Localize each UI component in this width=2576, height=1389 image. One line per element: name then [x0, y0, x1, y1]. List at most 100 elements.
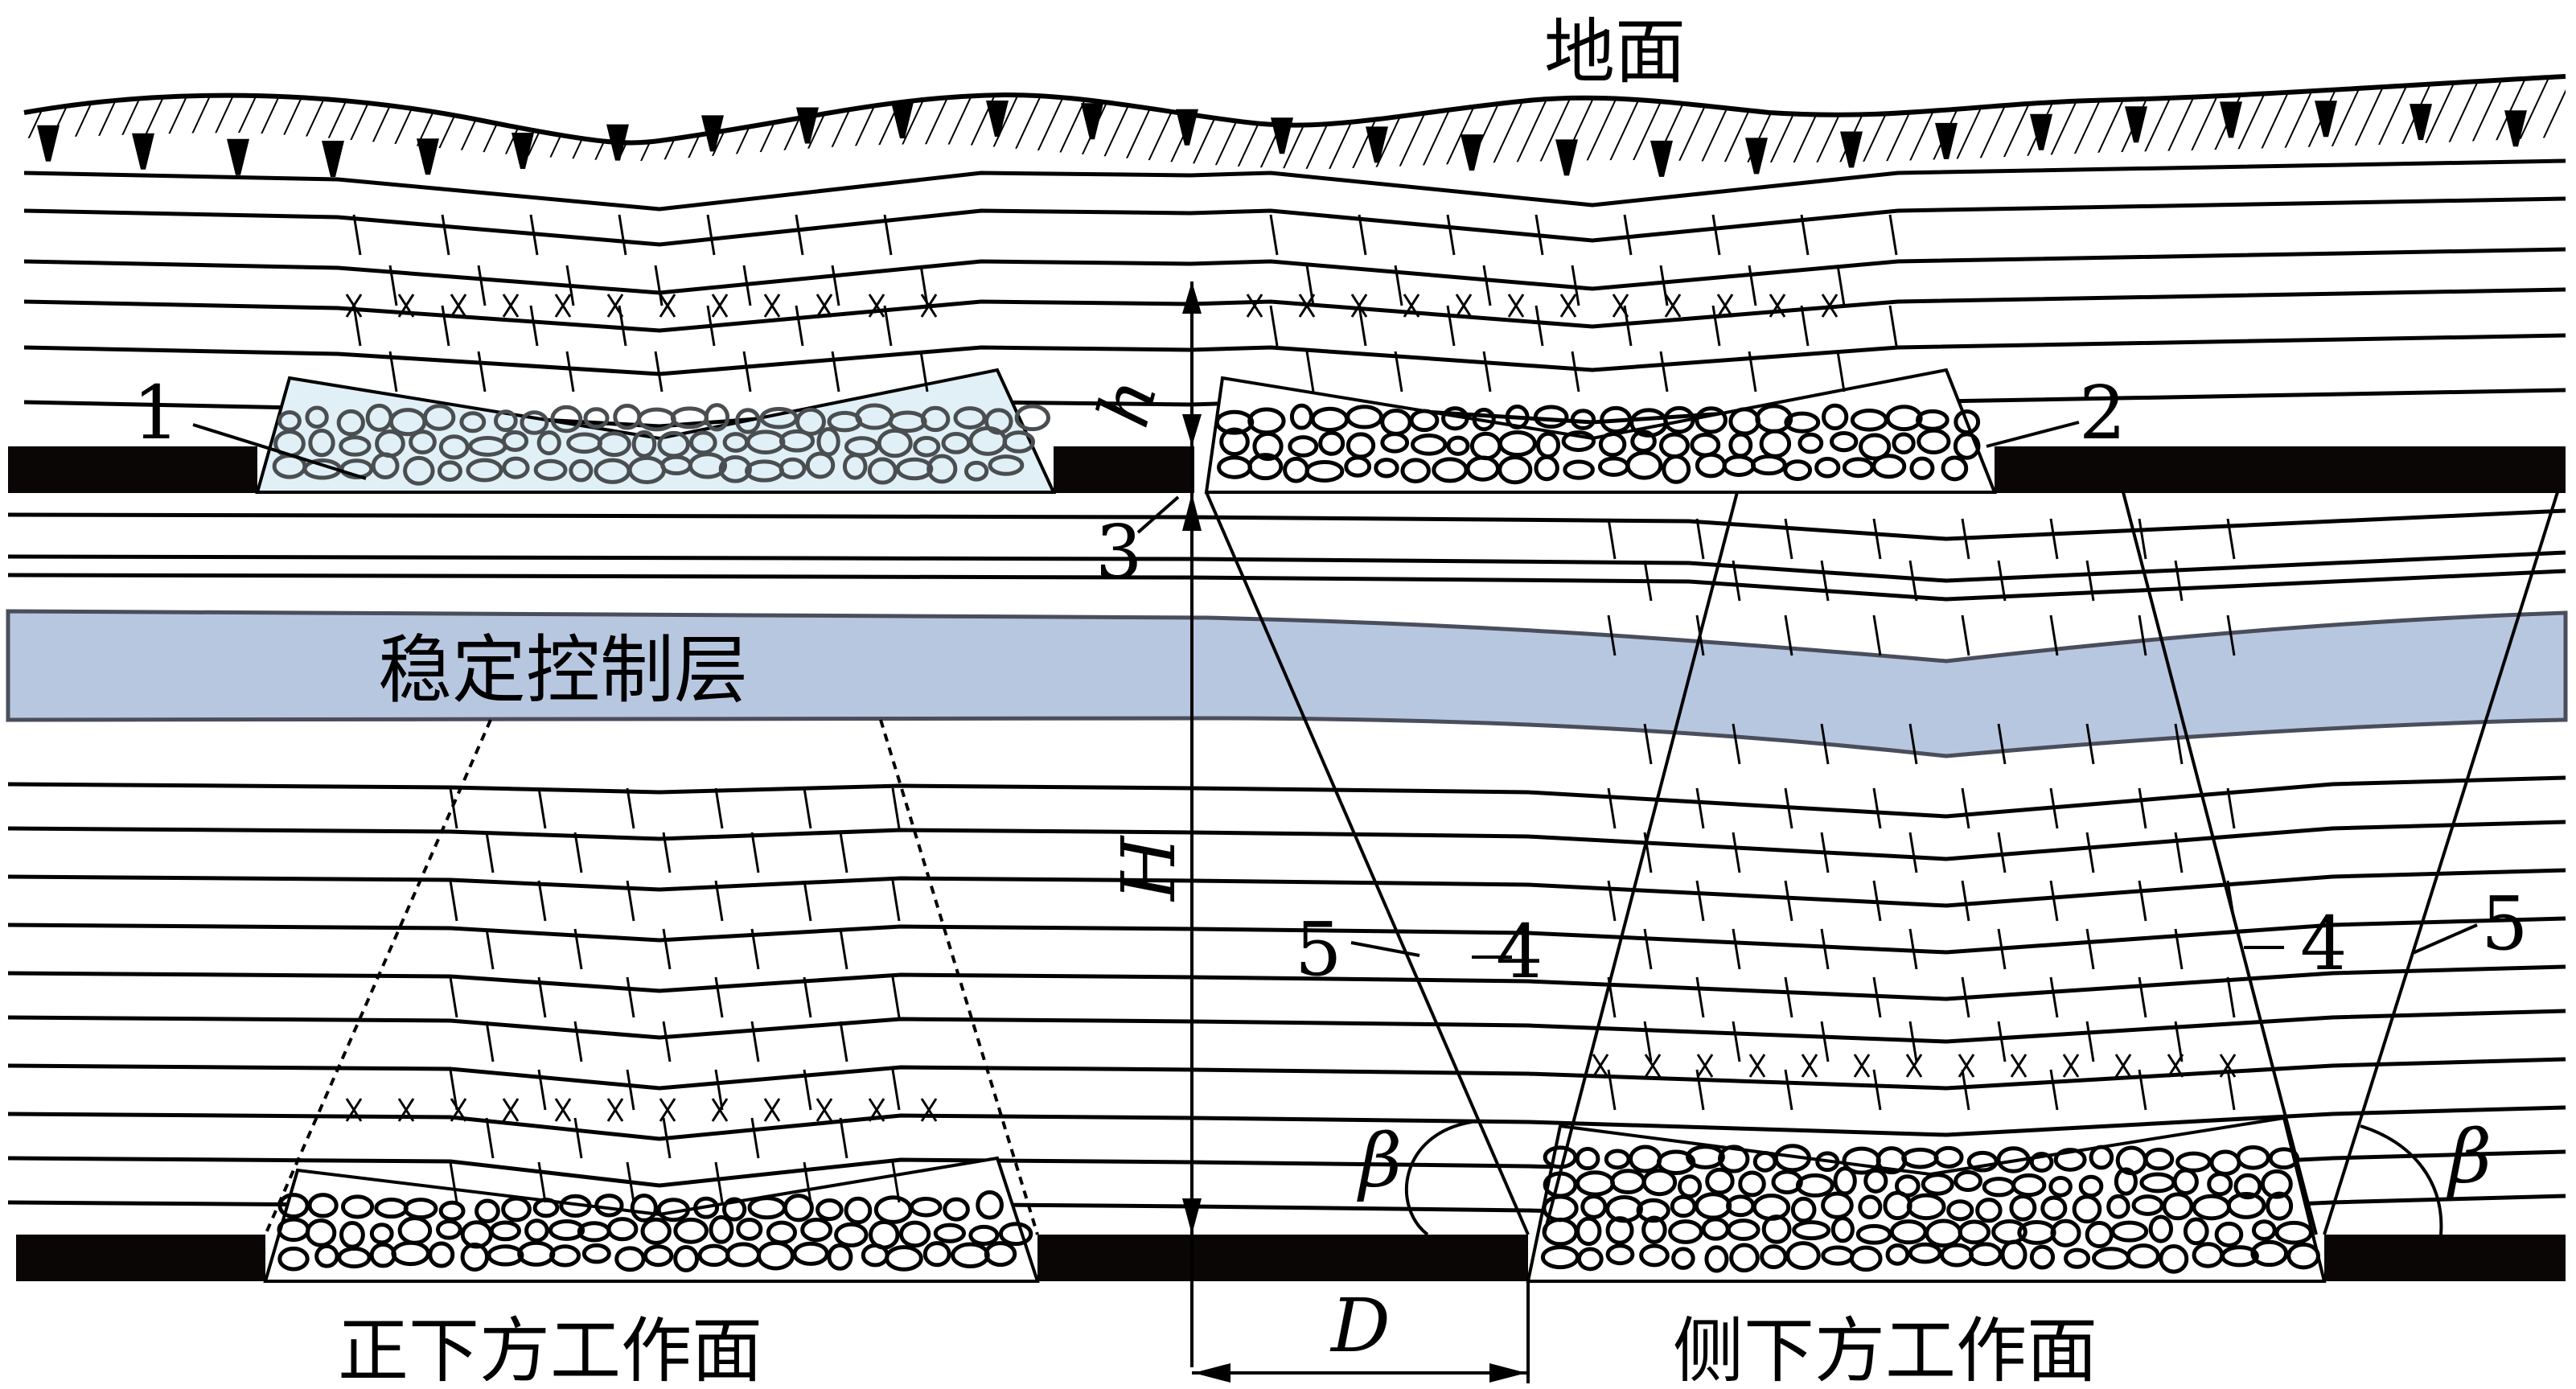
rubble-stone [984, 1241, 1017, 1268]
block-fracture [1997, 928, 2007, 970]
rubble-stone [438, 434, 470, 460]
rubble-stone [827, 1243, 853, 1271]
rubble-stone [1400, 458, 1431, 484]
x-mark [659, 294, 676, 318]
block-fracture [1961, 976, 1970, 1018]
block-fracture [1800, 214, 1810, 256]
block-fracture [1836, 265, 1846, 306]
block-fracture [1961, 518, 1970, 560]
block-fracture [750, 832, 760, 873]
vegetation-mark [1366, 126, 1388, 163]
rubble-stone [336, 409, 365, 437]
rubble-stone [2011, 1173, 2047, 1198]
stratum-line [7, 868, 2566, 908]
rubble-stone [1773, 1144, 1811, 1173]
block-fracture [1872, 976, 1882, 1018]
block-fracture [714, 787, 724, 829]
rubble-stone [437, 460, 462, 482]
arrow-h-down-icon [1182, 414, 1202, 446]
block-fracture [2174, 928, 2184, 970]
rubble-stone [1600, 405, 1633, 434]
dimension-H [1182, 281, 1202, 1367]
arrow-left-icon [1194, 1363, 1230, 1383]
x-mark [345, 1098, 363, 1122]
block-fracture [1820, 832, 1830, 873]
block-fracture [839, 1021, 848, 1062]
block-fracture [795, 305, 804, 347]
ground-surface-line [23, 74, 2566, 146]
rubble-stone [1705, 1167, 1735, 1195]
rubble-stone [460, 1242, 490, 1272]
rubble-stone [581, 1243, 611, 1264]
block-fracture [449, 787, 458, 829]
rubble-stone [2233, 1173, 2262, 1200]
rubble-stone [734, 408, 761, 434]
ground-surface [23, 74, 2566, 177]
x-mark [1958, 1054, 1975, 1078]
block-fracture [2174, 1021, 2184, 1062]
rubble-stone [2126, 1243, 2160, 1269]
block-fracture [2174, 560, 2184, 602]
block-fracture [1908, 1021, 1918, 1062]
x-mark [345, 294, 363, 318]
block-fracture [2226, 614, 2236, 656]
vegetation-mark [1555, 139, 1578, 176]
stratum-line [7, 550, 2566, 583]
block-fracture [1748, 265, 1757, 306]
block-fracture [1607, 518, 1617, 560]
vegetation-mark [1176, 109, 1198, 146]
stratum-line [7, 775, 2566, 819]
arrow-down-icon [1182, 1198, 1202, 1235]
vegetation-mark [1271, 117, 1293, 154]
stratum-line [7, 1009, 2566, 1044]
block-fracture [891, 1069, 901, 1111]
block-fracture [714, 1161, 724, 1203]
rubble-stone [475, 1198, 500, 1224]
block-fracture [706, 305, 716, 347]
goaf-lower-right [1526, 1116, 2327, 1283]
block-fracture [2085, 928, 2095, 970]
vegetation-mark [512, 132, 534, 169]
block-fracture [1607, 614, 1617, 656]
rubble-stone [308, 428, 335, 458]
rubble-stone [369, 1223, 394, 1245]
block-fracture [1732, 928, 1741, 970]
rubble-stone [1014, 404, 1051, 432]
rubble-stone [569, 458, 594, 483]
x-mark [1821, 294, 1839, 318]
callout-5-left: 5 [1295, 906, 1342, 992]
rubble-stone [783, 1194, 814, 1223]
rubble-stone [1704, 1245, 1729, 1273]
block-fracture [485, 1021, 495, 1062]
rubble-stone [1534, 454, 1559, 482]
rubble-stone [307, 1193, 339, 1218]
block-fracture [2085, 832, 2095, 873]
block-fracture [1961, 614, 1970, 656]
stratum-line [23, 196, 2566, 247]
rubble-stone [1563, 459, 1595, 480]
vegetation-mark [1650, 140, 1673, 177]
x-mark [1748, 1054, 1766, 1078]
block-fracture [1836, 351, 1846, 392]
rubble-stone [1605, 1243, 1635, 1266]
rubble-stone [2221, 1245, 2259, 1268]
rubble-stone [1790, 1196, 1817, 1223]
block-fracture [803, 787, 812, 829]
rubble-stone [1858, 1194, 1883, 1220]
stable-layer-label: 稳定控制层 [378, 627, 748, 713]
block-fracture [662, 832, 672, 873]
block-fracture [1888, 214, 1898, 256]
rubble-stone [2000, 1239, 2028, 1270]
arrow-right-icon [1489, 1363, 1526, 1383]
rubble-stone [844, 1196, 873, 1225]
rubble-stone [1966, 1150, 1999, 1173]
block-fracture [449, 1161, 458, 1203]
x-mark [816, 294, 833, 318]
rubble-stone [337, 1247, 372, 1269]
rubble-stone [1814, 456, 1841, 479]
rubble-stone [1639, 1243, 1670, 1268]
block-fracture [654, 351, 664, 392]
block-fracture [750, 1117, 760, 1159]
lower-coal-seam [16, 1235, 2566, 1281]
block-fracture [1394, 265, 1403, 306]
